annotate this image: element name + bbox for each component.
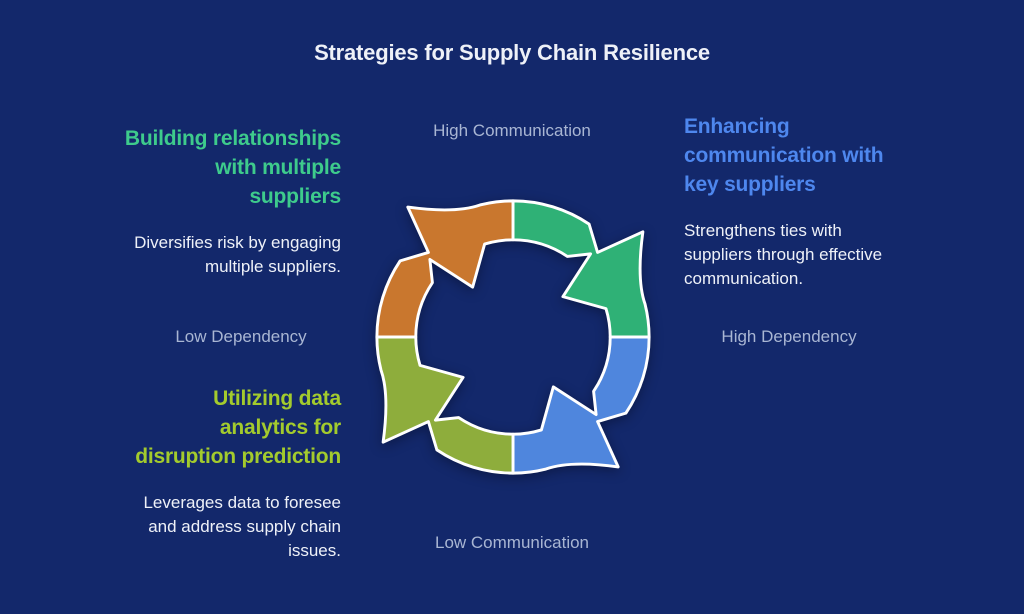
strategy-multiple-suppliers: Building relationships with multiple sup… [41,124,341,279]
strategy-communication: Enhancing communication with key supplie… [684,112,944,291]
strategy-data-analytics: Utilizing data analytics for disruption … [31,384,341,563]
cycle-diagram [375,199,651,475]
cycle-arrow-bottom-right-icon [511,335,651,475]
page-title: Strategies for Supply Chain Resilience [314,40,710,65]
axis-label-low-dependency: Low Dependency [175,327,307,346]
strategy-multiple-suppliers-heading: Building relationships with multiple sup… [124,127,341,208]
axis-label-low-communication: Low Communication [434,533,590,552]
axis-label-high-communication: High Communication [433,121,591,140]
strategy-communication-description: Strengthens ties with suppliers through … [684,221,883,288]
strategy-multiple-suppliers-description: Diversifies risk by engaging multiple su… [134,233,341,276]
strategy-data-analytics-description: Leverages data to foresee and address su… [143,493,341,560]
cycle-arrow-bottom-left-icon [375,335,515,475]
cycle-arrow-top-right-icon [511,199,651,339]
axis-label-high-dependency: High Dependency [721,327,857,346]
strategy-data-analytics-heading: Utilizing data analytics for disruption … [135,387,341,468]
cycle-arrow-top-left-icon [375,199,515,339]
strategy-communication-heading: Enhancing communication with key supplie… [684,115,884,196]
